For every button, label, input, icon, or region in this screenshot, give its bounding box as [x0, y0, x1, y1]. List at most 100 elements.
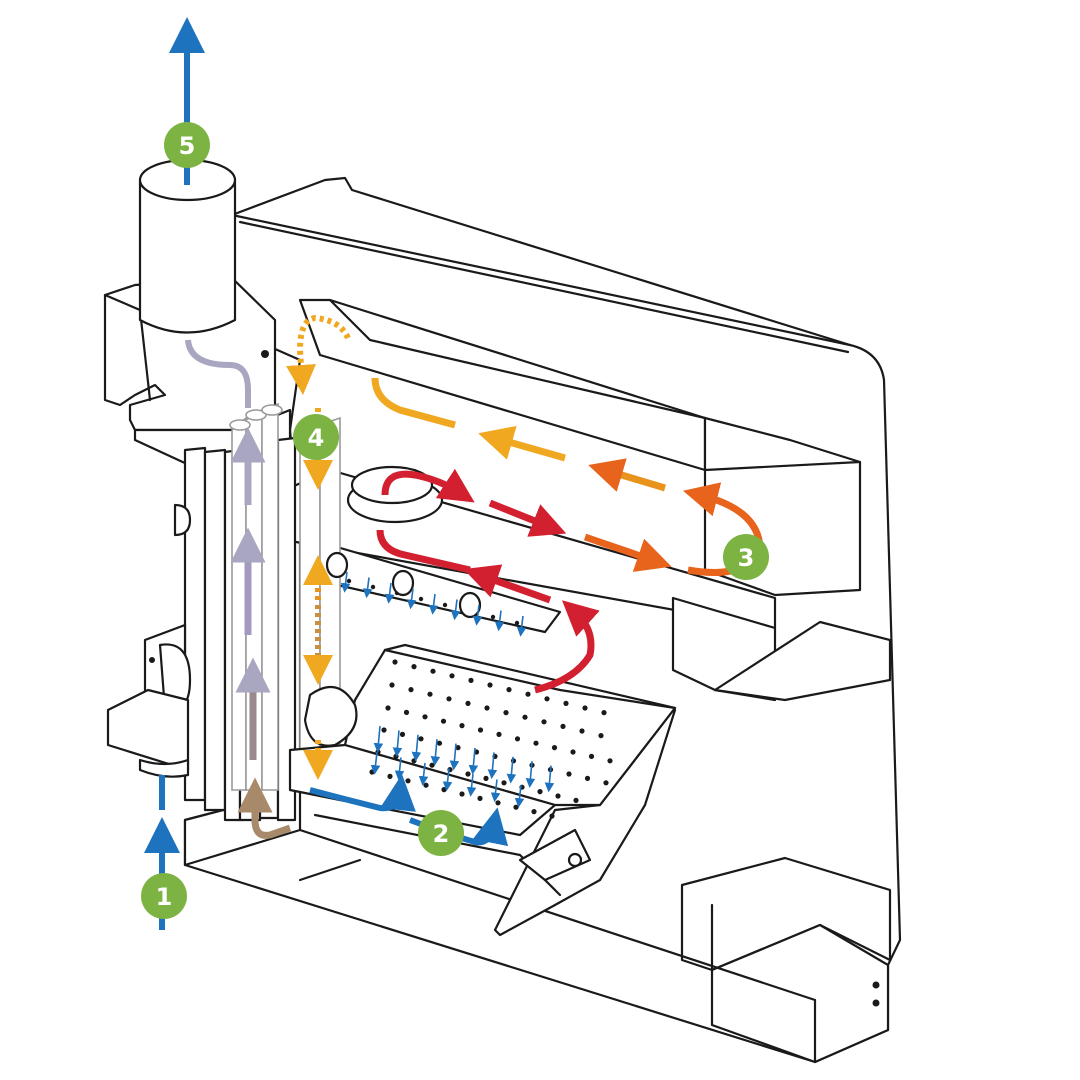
secondary-air-arrow [516, 615, 527, 637]
secondary-air-arrow [430, 739, 441, 766]
grate-hole [403, 709, 410, 716]
grate-hole [405, 778, 411, 784]
grate-hole [503, 710, 509, 716]
grate-hole [570, 749, 576, 755]
secondary-air-arrow [362, 577, 373, 599]
secondary-air-arrow [370, 751, 381, 775]
baffle-hole [370, 584, 376, 590]
hot-gas-arrow [371, 377, 456, 429]
grate-hole [496, 731, 502, 738]
secondary-air-arrow [373, 725, 384, 753]
flame-arrow [488, 499, 567, 537]
step-label: 3 [738, 544, 755, 572]
grate-hole [506, 687, 512, 693]
secondary-air-arrow [406, 588, 417, 610]
secondary-air-arrow [428, 593, 439, 615]
grate-hole [430, 668, 436, 674]
grate-hole [487, 682, 493, 688]
bolt-hole [872, 981, 880, 989]
flue-transfer-arrow [237, 777, 292, 839]
secondary-air-arrow [544, 765, 555, 793]
flame-rise-arrow [534, 600, 600, 694]
grate-hole [588, 753, 595, 760]
primary-air-arrow [309, 774, 416, 812]
grate-hole [411, 664, 417, 670]
flame-arrow [381, 468, 475, 503]
grate-hole [555, 793, 561, 799]
grate-hole [422, 714, 428, 720]
grate-hole [582, 705, 588, 711]
grate-hole [551, 745, 558, 751]
secondary-air-arrow [340, 571, 351, 593]
grate-hole [387, 773, 393, 780]
bolt-hole [872, 999, 880, 1007]
grate-hole [483, 775, 489, 782]
grate-hole [549, 813, 555, 819]
secondary-air-arrow [487, 752, 498, 780]
grate-hole [392, 659, 398, 665]
grate-hole [449, 673, 455, 679]
grate-hole [436, 740, 443, 746]
grate-hole [385, 705, 391, 711]
grate-hole [484, 705, 490, 711]
step-badge-2: 2 [418, 810, 464, 856]
grate-hole [525, 691, 531, 697]
flame-arrow [463, 564, 552, 604]
secondary-air-arrow [392, 730, 403, 758]
grate-hole [477, 795, 483, 802]
grate-hole [533, 740, 539, 746]
exhaust-stack [138, 158, 237, 334]
grate-hole [513, 804, 519, 810]
secondary-air-arrow [494, 610, 505, 632]
grate-hole [429, 762, 435, 768]
grate-hole [389, 682, 395, 688]
grate-hole [579, 728, 585, 734]
grate-hole [531, 809, 537, 815]
grate-hole [369, 769, 375, 775]
grate-hole [468, 677, 474, 684]
grate-hole [601, 710, 607, 716]
grate-hole [560, 723, 566, 730]
grate-hole [514, 736, 521, 742]
step-badge-4: 4 [293, 414, 339, 460]
secondary-air-arrow [394, 757, 405, 781]
baffle-hole [418, 596, 424, 602]
secondary-air-arrow [384, 582, 395, 604]
secondary-air-arrow [449, 743, 460, 771]
grate-hole [537, 789, 543, 795]
grate-hole [563, 700, 569, 707]
flue-exit-pipe [185, 339, 251, 408]
step-label: 1 [156, 883, 173, 911]
grate-hole [501, 780, 507, 786]
grate-hole [566, 771, 572, 777]
flue-gas-dotted-arrow [286, 314, 351, 395]
baffle-hole [322, 572, 328, 578]
grate-hole [495, 800, 501, 806]
grate-hole [544, 696, 550, 702]
grate-hole [459, 723, 465, 729]
secondary-air-arrow [525, 761, 536, 788]
secondary-air-arrow [411, 734, 422, 762]
secondary-air-arrow [442, 768, 453, 792]
grate-hole [446, 696, 452, 702]
hot-gas-arrow [583, 533, 672, 572]
step-label: 5 [179, 132, 196, 160]
grate-hole [598, 733, 604, 739]
grate-hole [440, 718, 447, 724]
grate-hole [399, 731, 406, 738]
grate-hole [522, 714, 528, 720]
step-label: 2 [433, 820, 450, 848]
grate-hole [584, 775, 591, 782]
secondary-air-arrow [418, 762, 429, 786]
grate-hole [603, 780, 609, 786]
grate-hole [465, 771, 471, 777]
grate-hole [607, 758, 613, 764]
baffle-hole [490, 614, 496, 620]
grate-hole [381, 727, 387, 733]
step-badges: 1 2 3 4 5 [141, 122, 769, 919]
baffle-hole [346, 578, 352, 584]
step-badge-5: 5 [164, 122, 210, 168]
step-label: 4 [308, 424, 325, 452]
flame-arrow [376, 529, 471, 574]
